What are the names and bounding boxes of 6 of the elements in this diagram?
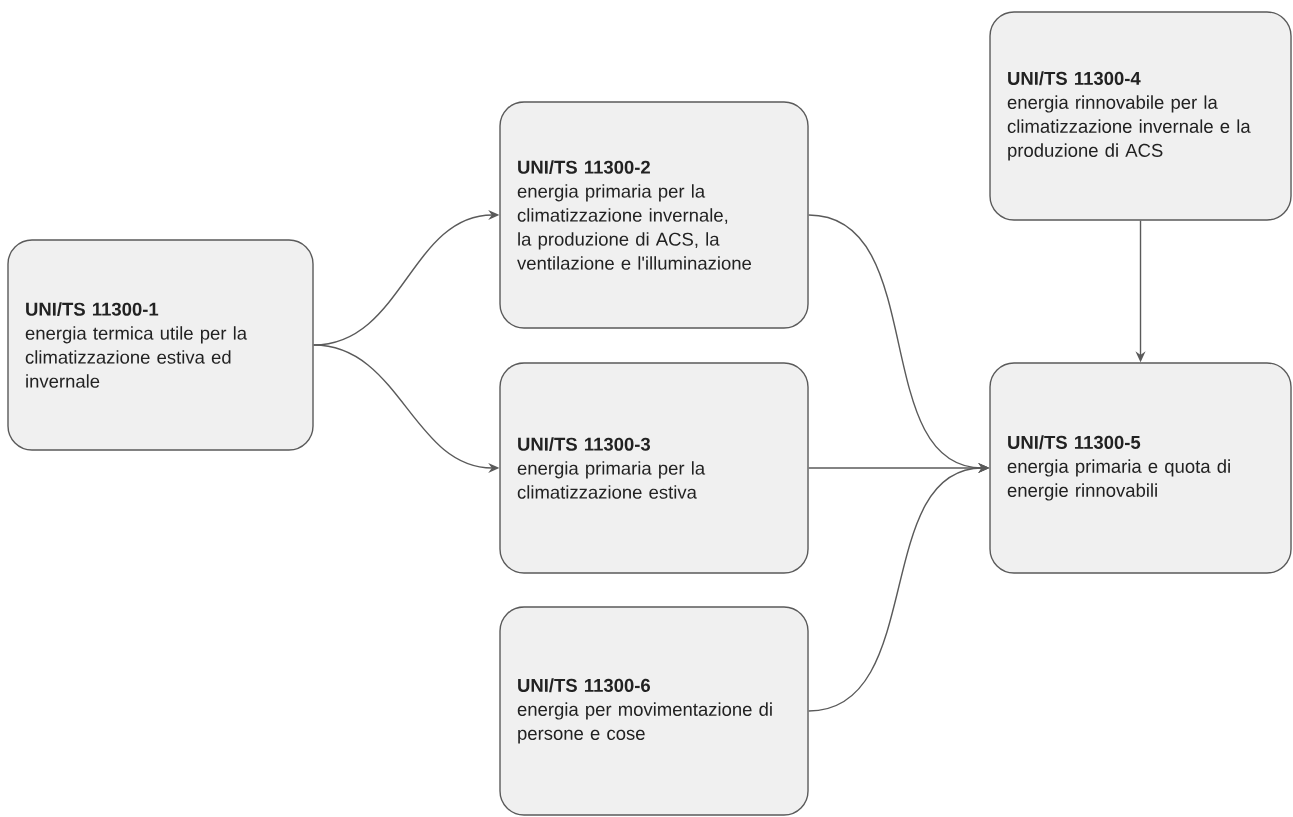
process-box: UNI/TS 11300-6 energia per movimentazione di persone e cose <box>499 606 809 816</box>
process-box: UNI/TS 11300-4 energia rinnovabile per la climatizzazione invernale e la produzione di ACS <box>989 11 1292 221</box>
process-box: UNI/TS 11300-2 energia primaria per la climatizzazione invernale, la produzione di ACS, la ventilazione e l'illuminazione <box>499 101 809 329</box>
process-box: UNI/TS 11300-1 energia termica utile per la climatizzazione estiva ed invernale <box>7 239 314 451</box>
process-box: UNI/TS 11300-3 energia primaria per la climatizzazione estiva <box>499 362 809 574</box>
process-box: UNI/TS 11300-5 energia primaria e quota di energie rinnovabili <box>989 362 1292 574</box>
